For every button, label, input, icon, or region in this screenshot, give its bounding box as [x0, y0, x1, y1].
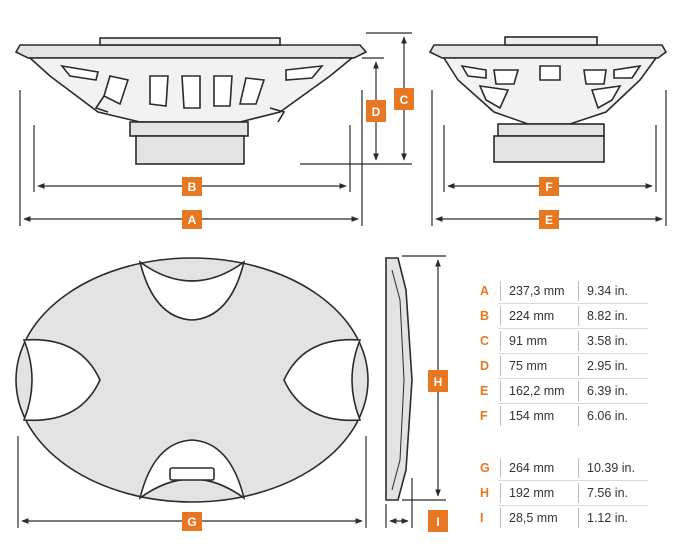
spec-row-h: H 192 mm 7.56 in. — [480, 480, 648, 505]
svg-text:C: C — [400, 93, 409, 107]
row-letter: A — [480, 283, 490, 298]
badge-b: B — [182, 177, 202, 196]
badge-g: G — [182, 512, 202, 531]
svg-text:I: I — [436, 515, 439, 529]
side-view-short — [428, 36, 668, 163]
value-in: 3.58 in. — [578, 330, 648, 351]
value-in: 2.95 in. — [578, 355, 648, 376]
value-in: 6.06 in. — [578, 405, 648, 426]
row-letter: C — [480, 333, 490, 348]
badge-e: E — [539, 210, 559, 229]
badge-a: A — [182, 210, 202, 229]
svg-text:D: D — [372, 105, 381, 119]
value-in: 1.12 in. — [578, 507, 648, 528]
spec-row-d: D 75 mm 2.95 in. — [480, 353, 648, 378]
row-letter: G — [480, 460, 490, 475]
svg-text:H: H — [434, 375, 443, 389]
svg-text:F: F — [545, 180, 552, 194]
row-letter: E — [480, 383, 489, 398]
badge-d: D — [366, 100, 386, 122]
spec-row-b: B 224 mm 8.82 in. — [480, 303, 648, 328]
value-mm: 192 mm — [500, 482, 578, 503]
value-mm: 28,5 mm — [500, 507, 578, 528]
value-in: 6.39 in. — [578, 380, 648, 401]
front-view-oval — [15, 257, 369, 503]
value-in: 9.34 in. — [578, 280, 648, 301]
badge-c: C — [394, 88, 414, 110]
value-in: 10.39 in. — [578, 457, 648, 478]
spec-table-2: G 264 mm 10.39 in. H 192 mm 7.56 in. I 2… — [480, 455, 648, 530]
svg-text:B: B — [188, 180, 197, 194]
svg-text:E: E — [545, 213, 553, 227]
spec-row-c: C 91 mm 3.58 in. — [480, 328, 648, 353]
spec-row-f: F 154 mm 6.06 in. — [480, 403, 648, 428]
row-letter: I — [480, 510, 484, 525]
badge-f: F — [539, 177, 559, 196]
value-mm: 91 mm — [500, 330, 578, 351]
value-in: 7.56 in. — [578, 482, 648, 503]
spec-table-1: A 237,3 mm 9.34 in. B 224 mm 8.82 in. C … — [480, 278, 648, 428]
spec-row-i: I 28,5 mm 1.12 in. — [480, 505, 648, 530]
badge-i: I — [428, 510, 448, 532]
badge-h: H — [428, 370, 448, 392]
value-mm: 154 mm — [500, 405, 578, 426]
spec-row-e: E 162,2 mm 6.39 in. — [480, 378, 648, 403]
value-mm: 224 mm — [500, 305, 578, 326]
value-mm: 162,2 mm — [500, 380, 578, 401]
dimension-badges: A B C D E F G H I — [182, 88, 559, 532]
row-letter: F — [480, 408, 488, 423]
row-letter: B — [480, 308, 490, 323]
svg-text:G: G — [187, 515, 196, 529]
spec-row-g: G 264 mm 10.39 in. — [480, 455, 648, 480]
value-in: 8.82 in. — [578, 305, 648, 326]
row-letter: H — [480, 485, 490, 500]
svg-text:A: A — [188, 213, 197, 227]
value-mm: 75 mm — [500, 355, 578, 376]
value-mm: 237,3 mm — [500, 280, 578, 301]
front-profile — [385, 257, 413, 501]
side-view-long — [14, 37, 368, 165]
spec-row-a: A 237,3 mm 9.34 in. — [480, 278, 648, 303]
row-letter: D — [480, 358, 490, 373]
value-mm: 264 mm — [500, 457, 578, 478]
